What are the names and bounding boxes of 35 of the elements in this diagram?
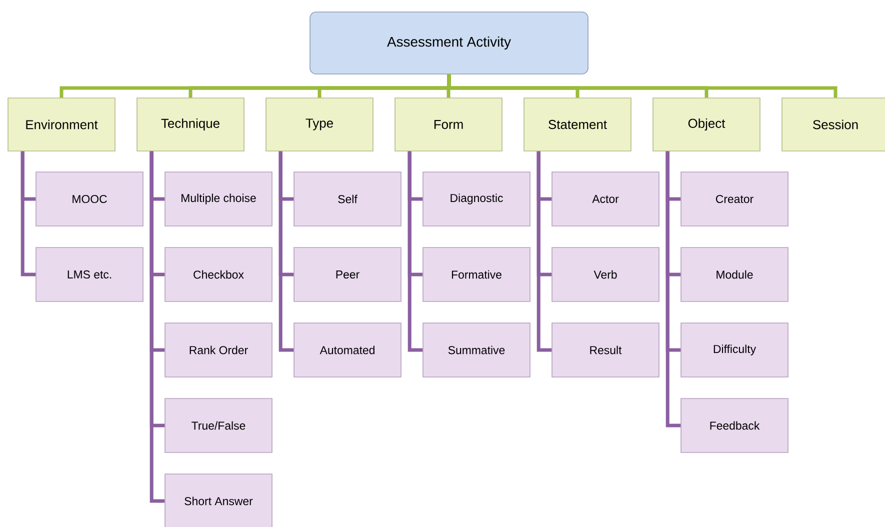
connector-line [150,151,165,503]
item-box: Peer [294,247,402,302]
item-box: True/False [164,398,272,453]
item-box: Multiple choise [164,172,272,226]
root-box: Assessment Activity [310,12,588,74]
item-box: Formative [422,247,530,302]
item-box: Summative [422,322,530,378]
item-box: Feedback [680,398,788,453]
item-box: Creator [680,172,788,226]
connector-line [666,151,681,428]
connector-line [408,151,423,352]
connector-line [278,151,294,352]
item-box: Checkbox [164,247,272,302]
item-box: Actor [552,172,660,226]
category-box: Environment [8,98,116,152]
category-box: Object [652,98,760,152]
category-box: Form [394,98,502,152]
item-box: Diagnostic [422,172,530,226]
item-box: LMS etc. [36,247,144,302]
item-box: Short Answer [164,474,272,527]
connector-line [536,151,552,352]
category-box: Statement [524,98,632,152]
item-box: Difficulty [680,322,788,378]
category-box: Session [782,98,885,152]
item-box: Rank Order [164,322,272,378]
connector-line [447,74,838,98]
category-box: Technique [136,98,244,152]
category-box: Type [266,98,374,152]
item-box: Self [294,172,402,226]
item-box: Module [680,247,788,302]
item-box: MOOC [36,172,144,226]
item-box: Automated [294,322,402,378]
connector-line [20,151,36,276]
item-box: Verb [552,247,660,302]
item-box: Result [552,322,660,378]
